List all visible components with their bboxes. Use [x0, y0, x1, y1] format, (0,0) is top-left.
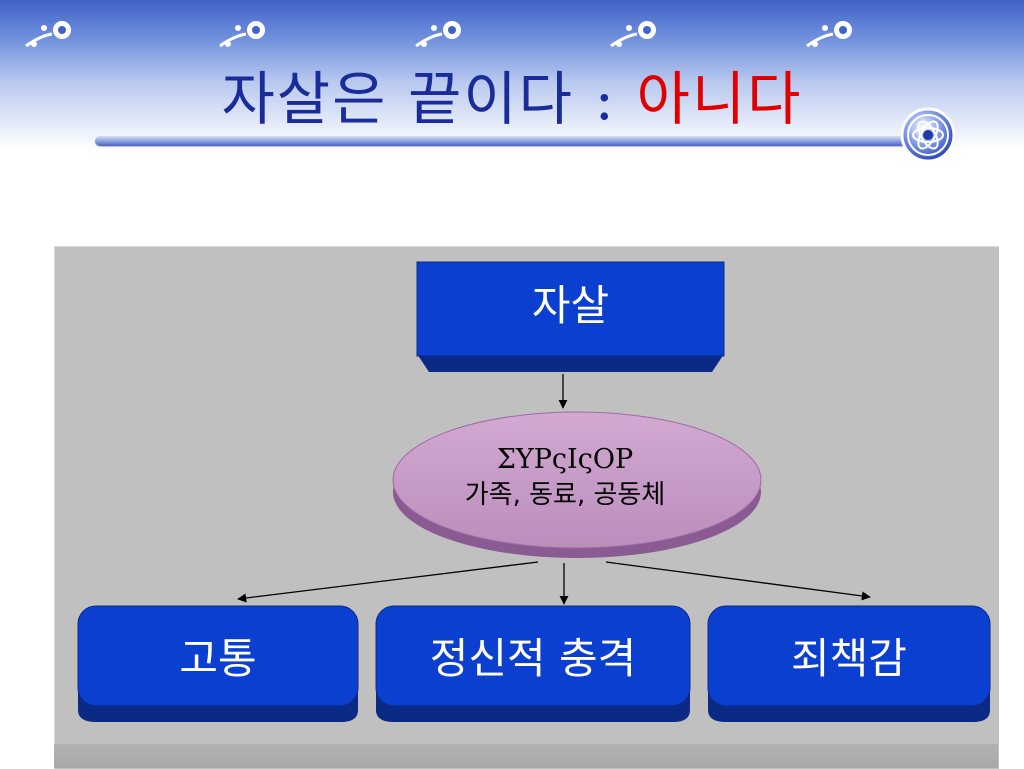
- title-emphasis-text: 아니다: [636, 65, 803, 133]
- bottom-box-guilt: [707, 605, 991, 722]
- bottom-box-guilt-label: 죄책감: [791, 634, 907, 683]
- arrow-to-pain: [237, 561, 539, 603]
- title-main-text: 자살은 끝이다 :: [221, 65, 637, 133]
- diagram-panel-bottom-edge: [54, 744, 998, 768]
- bottom-box-shock-label: 정신적 충격: [429, 634, 637, 683]
- bottom-box-pain-label: 고통: [179, 634, 257, 683]
- flower-icon: [610, 21, 656, 48]
- title-underline: [95, 136, 920, 146]
- header-band: [0, 0, 1024, 150]
- bottom-box-shock: [375, 605, 691, 722]
- top-box-label: 자살: [531, 281, 610, 330]
- atom-icon: [900, 107, 956, 163]
- flower-icon: [25, 21, 71, 48]
- flower-icon: [415, 21, 461, 48]
- bottom-box-pain: [77, 605, 359, 722]
- flower-icon: [219, 21, 265, 48]
- ellipse-line2: 가족, 동료, 공동체: [464, 480, 666, 510]
- stakeholder-ellipse: [392, 411, 762, 558]
- flower-icon: [806, 21, 852, 48]
- top-box: [416, 261, 725, 372]
- arrow-to-guilt: [605, 561, 871, 601]
- ellipse-line1: ΣΥΡςΙςΟΡ: [496, 444, 634, 475]
- page-title: 자살은 끝이다 : 아니다: [0, 70, 1024, 128]
